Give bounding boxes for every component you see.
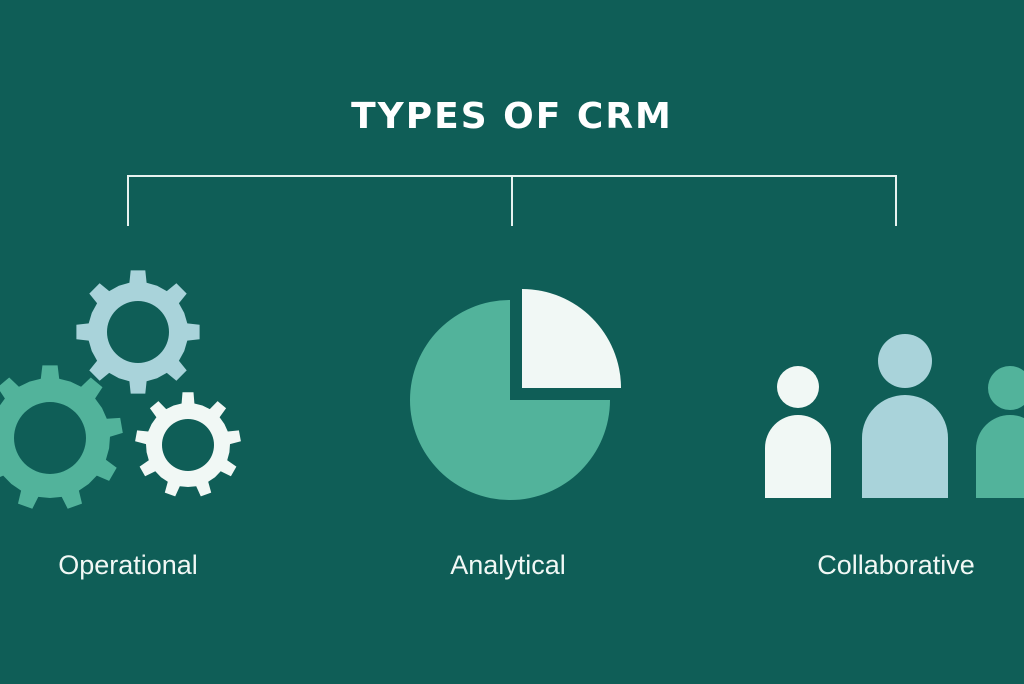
label-collaborative: Collaborative xyxy=(817,550,975,580)
gear-teal xyxy=(0,365,123,509)
diagram-title: TYPES OF CRM xyxy=(351,96,673,137)
person-white xyxy=(765,366,831,498)
bracket-connector xyxy=(127,175,897,226)
pie-slice-large xyxy=(410,300,610,500)
label-operational: Operational xyxy=(58,550,198,580)
gear-blue xyxy=(76,270,200,394)
person-blue xyxy=(862,334,948,498)
people-icon xyxy=(765,334,1024,498)
gear-white xyxy=(135,392,241,497)
pie-slice-small xyxy=(522,289,621,388)
person-teal xyxy=(976,366,1024,498)
label-analytical: Analytical xyxy=(450,550,566,580)
gears-icon xyxy=(0,270,241,509)
pie-chart-icon xyxy=(410,289,621,500)
